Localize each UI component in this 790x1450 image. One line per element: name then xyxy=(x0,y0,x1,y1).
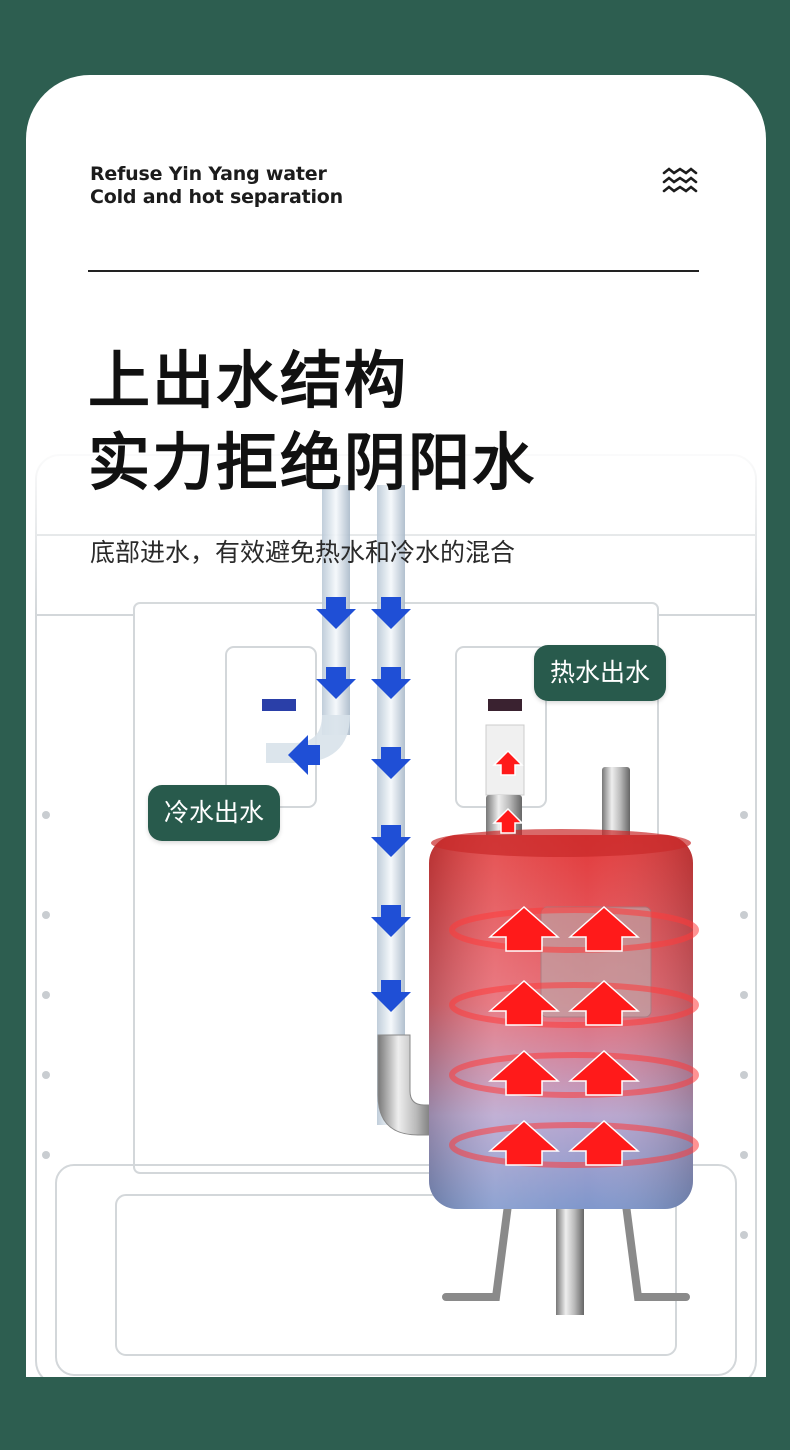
water-waves-icon xyxy=(662,167,698,193)
content-card: Refuse Yin Yang water Cold and hot separ… xyxy=(26,75,766,1377)
page-title: 上出水结构 实力拒绝阴阳水 xyxy=(88,340,536,504)
subtitle-line-1: Refuse Yin Yang water xyxy=(90,163,327,185)
divider-line xyxy=(88,270,699,272)
title-line-1: 上出水结构 xyxy=(88,344,409,417)
description-text: 底部进水，有效避免热水和冷水的混合 xyxy=(90,538,516,567)
hot-water-outlet-label: 热水出水 xyxy=(534,645,667,701)
english-subtitle: Refuse Yin Yang water Cold and hot separ… xyxy=(90,163,343,209)
subtitle-line-2: Cold and hot separation xyxy=(90,186,343,208)
title-line-2: 实力拒绝阴阳水 xyxy=(88,426,537,499)
water-heater-illustration xyxy=(26,435,766,1377)
cold-water-outlet-label: 冷水出水 xyxy=(148,785,281,841)
